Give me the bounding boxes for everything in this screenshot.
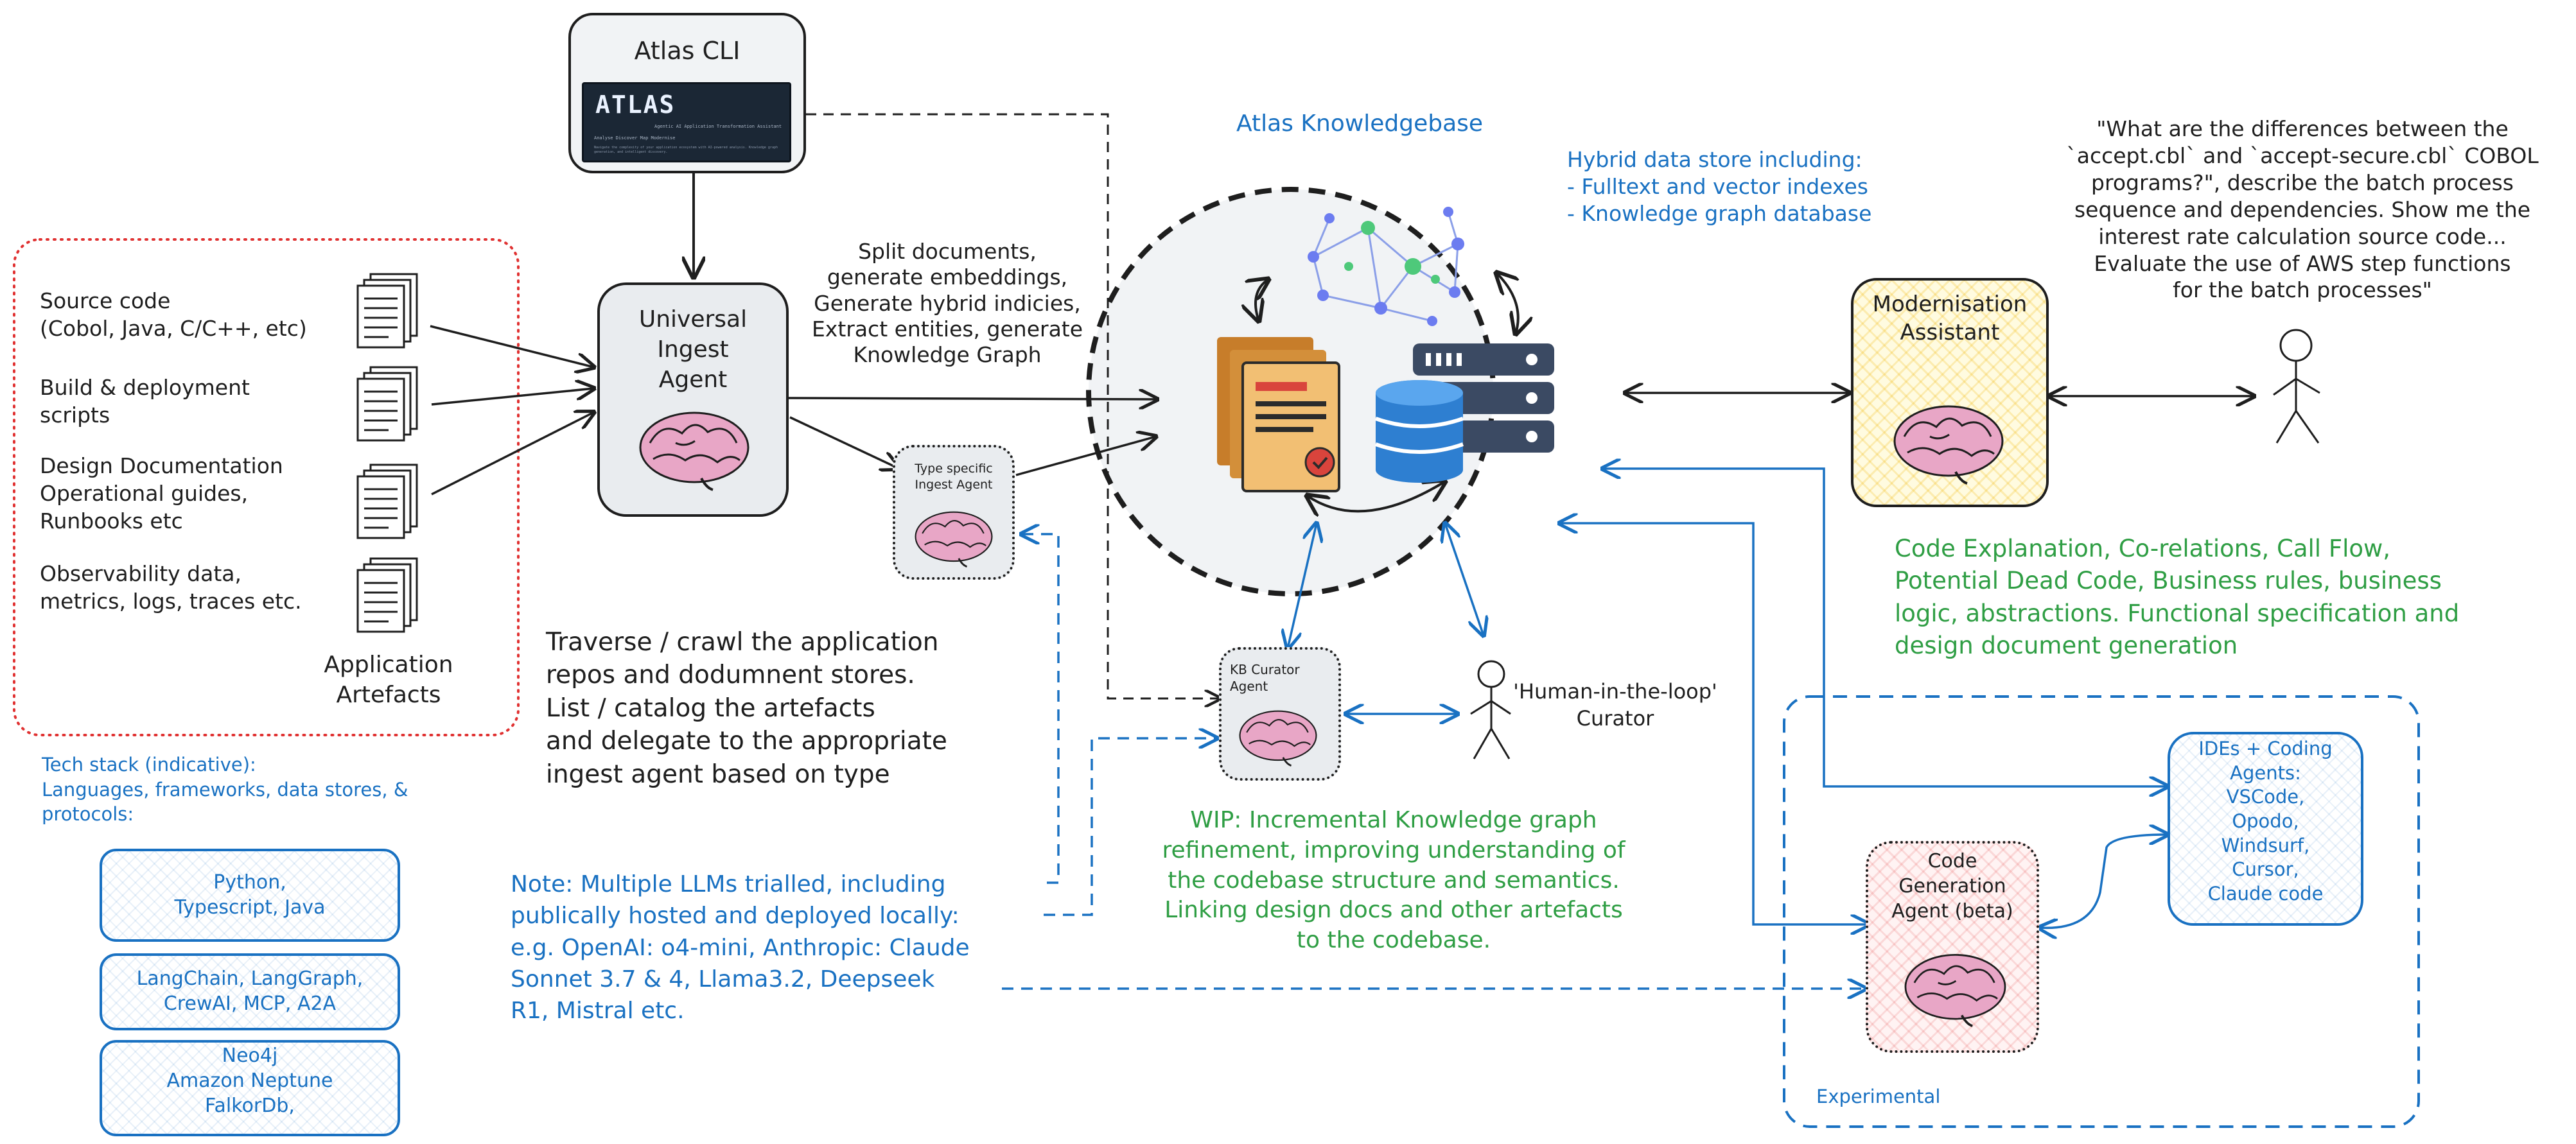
universal-ingest-agent-label: Universal Ingest Agent [638, 306, 748, 393]
user-figure [2273, 329, 2320, 444]
arrow-source-to-agent [430, 325, 594, 367]
artefact-design-docs: Design Documentation Operational guides,… [40, 453, 283, 533]
atlas-cli-screen-line1: Agentic AI Application Transformation As… [654, 124, 782, 129]
arrow-human-kb [1445, 523, 1484, 636]
document-stack-icon [356, 557, 418, 633]
atlas-cli-title: Atlas CLI [634, 37, 740, 65]
capabilities-text: Code Explanation, Co-relations, Call Flo… [1895, 535, 2460, 659]
artefact-build-scripts: Build & deployment scripts [40, 375, 250, 428]
ides-coding-agents-box[interactable] [2168, 732, 2363, 926]
documents-icon [1217, 337, 1340, 492]
wip-note: WIP: Incremental Knowledge graph refinem… [1162, 807, 1625, 954]
ides-coding-agents-label: IDEs + Coding Agents: VSCode, Opodo, Win… [2198, 738, 2333, 905]
tech-stack-languages [100, 849, 400, 942]
brain-icon [1904, 954, 2006, 1027]
arrow-agent-to-type-agent [789, 416, 899, 469]
arrow-kb-doc-graph [1256, 279, 1268, 321]
knowledgebase-title: Atlas Knowledgebase [1236, 110, 1484, 137]
tech-stack-languages-text: Python, Typescript, Java [174, 871, 326, 919]
arrow-kb-codegen [1559, 523, 1869, 924]
document-stack-icon [356, 464, 418, 539]
artefact-observability: Observability data, metrics, logs, trace… [40, 561, 302, 614]
atlas-cli-screen-line2: Analyse Discover Map Modernise [594, 135, 676, 141]
human-curator-label: 'Human-in-the-loop' Curator [1513, 679, 1717, 731]
type-specific-agent-label: Type specific Ingest Agent [915, 462, 993, 492]
arrow-llm-to-curator [1044, 738, 1217, 916]
artefact-source-code: Source code (Cobol, Java, C/C++, etc) [40, 288, 307, 341]
arrow-llm-to-type-agent [1021, 534, 1060, 884]
arrow-kb-doc-db [1307, 481, 1445, 511]
brain-icon [915, 511, 993, 568]
arrow-type-agent-to-kb [1015, 437, 1156, 476]
arrow-curator-kb [1288, 523, 1317, 648]
ingest-steps-text: Split documents, generate embeddings, Ge… [811, 239, 1083, 367]
database-server-icon [1375, 343, 1554, 483]
atlas-cli-logo: ATLAS [595, 91, 676, 119]
code-generation-agent-box[interactable] [1866, 841, 2039, 1053]
traverse-note: Traverse / crawl the application repos a… [546, 628, 947, 789]
human-curator-figure [1470, 660, 1511, 759]
code-generation-agent-label: Code Generation Agent (beta) [1891, 850, 2013, 923]
brain-icon [1239, 710, 1317, 767]
artefacts-boundary [13, 238, 520, 736]
modernisation-assistant-box[interactable] [1851, 278, 2049, 507]
arrow-codegen-ides [2039, 835, 2168, 928]
arrow-docs-to-agent [431, 412, 594, 496]
arrow-cli-to-curator [806, 113, 1220, 698]
arrow-kb-graph-db [1496, 273, 1518, 334]
atlas-cli-screen: ATLAS Agentic AI Application Transformat… [582, 82, 791, 162]
user-query-text: "What are the differences between the `a… [2066, 116, 2539, 303]
brain-icon [639, 412, 749, 491]
llm-note: Note: Multiple LLMs trialled, including … [511, 871, 970, 1025]
document-stack-icon [356, 366, 418, 442]
arrow-build-to-agent [431, 388, 594, 406]
hybrid-store-note: Hybrid data store including: - Fulltext … [1567, 147, 1872, 227]
knowledge-graph-icon [1308, 207, 1464, 326]
tech-stack-datastores [100, 1040, 400, 1136]
brain-icon [1893, 405, 2004, 485]
modernisation-assistant-label: Modernisation Assistant [1872, 291, 2028, 346]
tech-stack-frameworks [100, 953, 400, 1030]
tech-stack-datastores-text: Neo4j Amazon Neptune FalkorDb, [166, 1044, 333, 1117]
document-stack-icon [356, 273, 418, 349]
atlas-cli-screen-line3: Navigate the complexity of your applicat… [594, 146, 778, 154]
tech-stack-title: Tech stack (indicative): Languages, fram… [42, 754, 408, 826]
arrow-agent-to-kb [788, 398, 1157, 399]
tech-stack-frameworks-text: LangChain, LangGraph, CrewAI, MCP, A2A [136, 967, 364, 1015]
experimental-label: Experimental [1816, 1086, 1941, 1107]
artefacts-caption: Application Artefacts [324, 652, 453, 708]
kb-curator-agent-label: KB Curator Agent [1230, 662, 1300, 694]
